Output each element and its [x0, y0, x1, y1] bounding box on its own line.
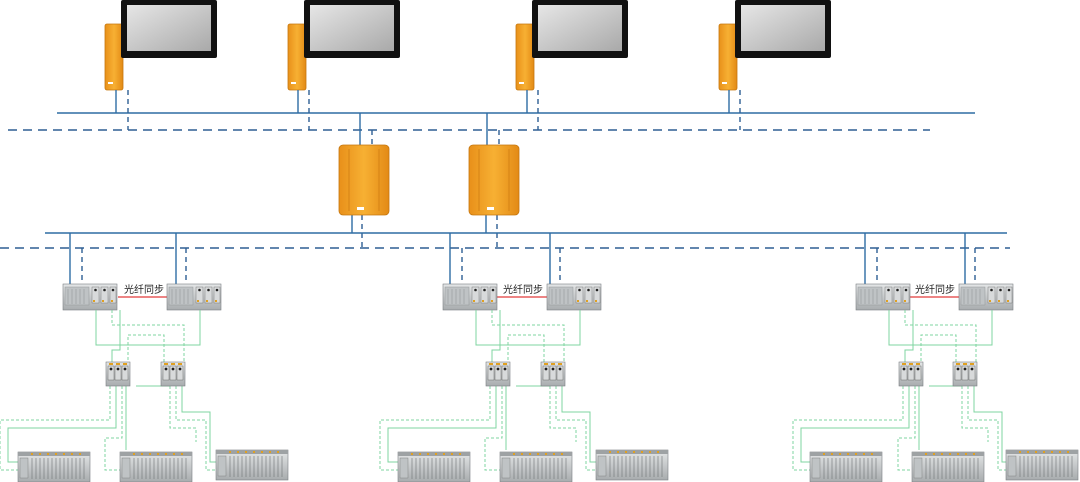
remote-io-rack-icon [911, 451, 985, 482]
fiber-sync-label: 光纤同步 [503, 283, 543, 296]
controller-group: 光纤同步 [379, 233, 669, 482]
remote-io-rack-icon [809, 451, 883, 482]
operator-station-links [115, 90, 741, 130]
remote-io-rack-icon [1005, 449, 1079, 481]
fiber-sync-label: 光纤同步 [124, 283, 164, 296]
io-module-icon [898, 361, 924, 387]
operator-stations [104, 0, 832, 91]
operator-network [8, 112, 975, 131]
controller-group: 光纤同步 [0, 233, 289, 482]
io-module-icon [485, 361, 511, 387]
server-cabinet-icon [468, 144, 520, 216]
remote-io-rack-icon [17, 451, 91, 482]
servers [338, 144, 520, 216]
operator-station-icon [287, 0, 401, 91]
controller-group: 光纤同步 [792, 233, 1079, 482]
remote-io-rack-icon [595, 449, 669, 481]
remote-io-rack-icon [119, 451, 193, 482]
operator-station-icon [104, 0, 218, 91]
remote-io-rack-icon [499, 451, 573, 482]
remote-io-rack-icon [215, 449, 289, 481]
controller-rack-icon [62, 283, 118, 311]
server-cabinet-icon [338, 144, 390, 216]
io-module-icon [952, 361, 978, 387]
operator-station-icon [515, 0, 629, 91]
controller-rack-icon [442, 283, 498, 311]
controller-rack-icon [855, 283, 911, 311]
fiber-sync-label: 光纤同步 [915, 283, 955, 296]
io-module-icon [540, 361, 566, 387]
io-module-icon [160, 361, 186, 387]
controller-rack-icon [546, 283, 602, 311]
controller-rack-icon [958, 283, 1014, 311]
remote-io-rack-icon [397, 451, 471, 482]
operator-station-icon [718, 0, 832, 91]
io-module-icon [105, 361, 131, 387]
control-network [0, 232, 1010, 249]
controller-rack-icon [166, 283, 222, 311]
server-links [351, 113, 500, 248]
